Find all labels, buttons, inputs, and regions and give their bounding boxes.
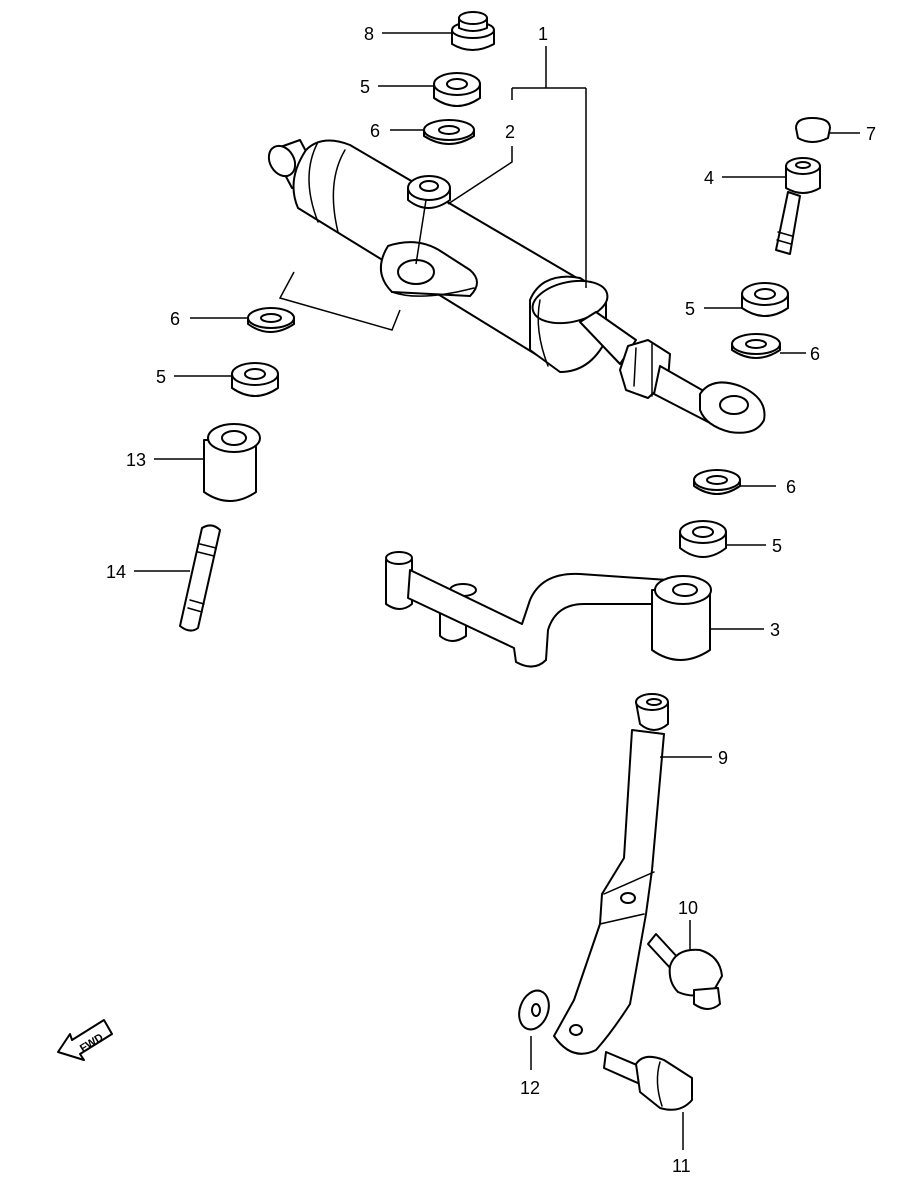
part-8-cap bbox=[451, 11, 495, 51]
part-6-washer-right-lower bbox=[693, 469, 741, 495]
part-2-bushing bbox=[407, 175, 451, 209]
part-9-stay bbox=[553, 693, 669, 1055]
part-13-spacer bbox=[203, 423, 261, 502]
part-number-labels: 1 2 3 4 5 5 5 5 6 6 6 6 7 8 9 10 11 12 1… bbox=[106, 24, 876, 1176]
label-part-8: 8 bbox=[364, 24, 374, 44]
label-part-6-left: 6 bbox=[170, 309, 180, 329]
part-6-washer-right-upper bbox=[731, 333, 781, 359]
label-part-9: 9 bbox=[718, 748, 728, 768]
part-1-damper-body bbox=[267, 139, 766, 434]
part-4-bolt bbox=[775, 157, 821, 255]
label-part-5-left: 5 bbox=[156, 367, 166, 387]
part-5-washer-top bbox=[433, 72, 481, 107]
part-6-washer-top bbox=[423, 119, 475, 145]
part-11-bolt bbox=[603, 1051, 693, 1111]
fwd-arrow-icon: FWD bbox=[57, 1019, 113, 1061]
part-6-washer-left bbox=[247, 307, 295, 333]
label-part-7: 7 bbox=[866, 124, 876, 144]
label-part-13: 13 bbox=[126, 450, 146, 470]
label-part-4: 4 bbox=[704, 168, 714, 188]
label-part-5-right-upper: 5 bbox=[685, 299, 695, 319]
label-part-11: 11 bbox=[672, 1156, 691, 1176]
leader-lines bbox=[134, 32, 860, 1150]
label-part-10: 10 bbox=[678, 898, 698, 918]
part-7-cap bbox=[795, 117, 831, 143]
label-part-6-right-upper: 6 bbox=[810, 344, 820, 364]
part-5-washer-right-lower bbox=[679, 520, 727, 558]
part-12-washer bbox=[518, 989, 550, 1031]
label-part-6-top: 6 bbox=[370, 121, 380, 141]
part-3-bracket bbox=[385, 551, 712, 668]
part-5-washer-left bbox=[231, 362, 279, 397]
part-5-washer-right-upper bbox=[741, 282, 789, 317]
label-part-12: 12 bbox=[520, 1078, 540, 1098]
label-part-5-top: 5 bbox=[360, 77, 370, 97]
label-part-2: 2 bbox=[505, 122, 515, 142]
label-part-1: 1 bbox=[538, 24, 548, 44]
part-14-stud bbox=[179, 524, 221, 632]
label-part-14: 14 bbox=[106, 562, 126, 582]
label-part-3: 3 bbox=[770, 620, 780, 640]
part-10-bolt bbox=[647, 933, 723, 1010]
assembly-guide-bracket bbox=[278, 271, 401, 331]
label-part-5-right-lower: 5 bbox=[772, 536, 782, 556]
label-part-6-right-lower: 6 bbox=[786, 477, 796, 497]
